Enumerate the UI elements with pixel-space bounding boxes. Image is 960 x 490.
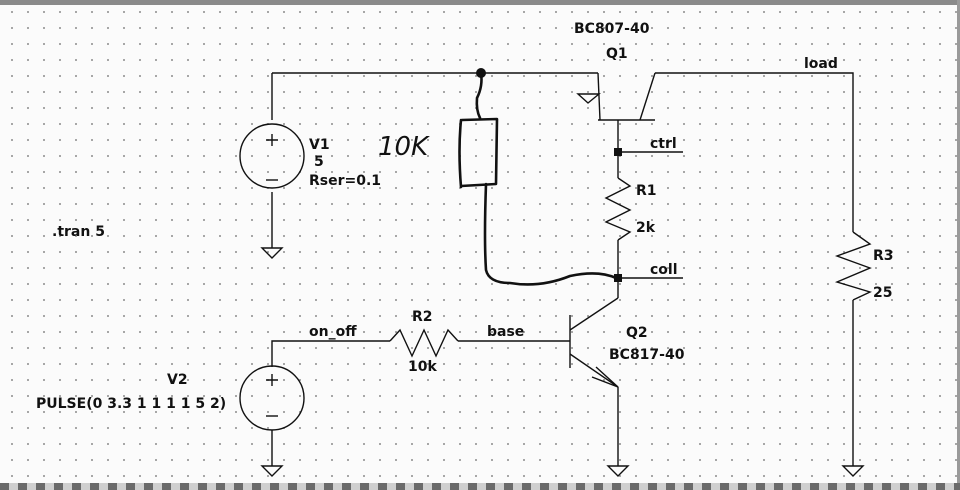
wires [271,72,854,466]
v2-name-label: V2 [167,372,188,388]
q1-name-label: Q1 [606,46,628,62]
v1-rser-label: Rser=0.1 [309,173,381,189]
wire-v2-top [271,340,390,367]
ground-icon [841,465,865,477]
handwritten-wire-top [475,71,483,120]
ground-icon [606,465,630,477]
handwritten-resistor-annotation [458,68,618,286]
junction-coll [614,274,622,282]
q1-pnp-transistor-symbol[interactable] [576,72,656,121]
v2-voltage-source-symbol[interactable] [239,365,305,431]
window-bottom-border [0,483,960,490]
handwritten-wire-bottom [483,182,618,286]
window-top-border [0,0,960,5]
r3-name-label: R3 [873,248,894,264]
net-label-base: base [487,324,524,340]
r2-name-label: R2 [412,309,433,325]
spice-directive-tran[interactable]: .tran 5 [52,224,105,240]
r1-name-label: R1 [636,183,657,199]
net-label-ctrl: ctrl [650,136,677,152]
r1-value-label: 2k [636,220,656,236]
q2-model-label: BC817-40 [609,347,685,363]
q1-model-label: BC807-40 [574,21,650,37]
wire-load [655,72,854,232]
q2-name-label: Q2 [626,325,648,341]
net-label-load: load [804,56,838,72]
r1-resistor-symbol[interactable] [604,177,632,241]
v1-value-label: 5 [314,154,324,170]
r3-value-label: 25 [873,285,892,301]
r3-resistor-symbol[interactable] [834,231,872,301]
handwritten-label: 10K [378,132,430,162]
v1-name-label: V1 [309,137,330,153]
v1-voltage-source-symbol[interactable] [239,123,305,189]
q2-npn-transistor-symbol[interactable] [569,297,619,388]
handwritten-resistor-box [458,117,499,189]
r2-value-label: 10k [408,359,437,375]
ground-icon [260,465,284,477]
net-label-coll: coll [650,262,678,278]
r2-resistor-symbol[interactable] [389,328,459,358]
ground-icon [260,247,284,259]
net-label-on-off: on_off [309,324,357,340]
window-right-border [957,0,960,490]
junction-ctrl [614,148,622,156]
v2-value-label: PULSE(0 3.3 1 1 1 1 5 2) [36,396,226,412]
